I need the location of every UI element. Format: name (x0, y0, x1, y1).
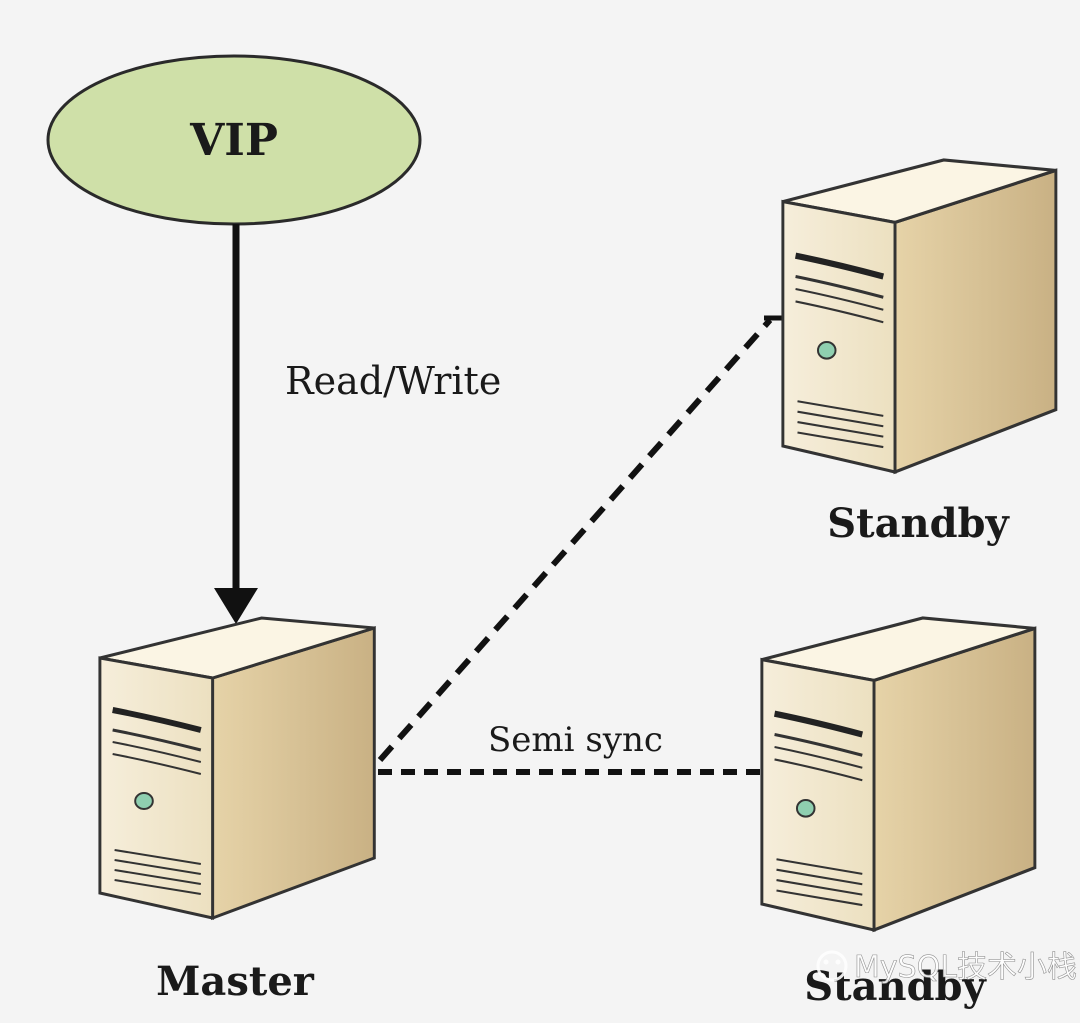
watermark-text: MySQL技术小栈 (854, 950, 1077, 985)
standby-bottom-server-icon (762, 618, 1035, 930)
master-label: Master (156, 958, 315, 1005)
standby-top-label: Standby (827, 500, 1010, 547)
arrowhead-icon (214, 588, 258, 624)
read-write-label: Read/Write (285, 359, 501, 403)
standby-top-server-icon (783, 160, 1056, 472)
standby-bottom-label: Standby (804, 963, 987, 1010)
master-server-icon (100, 618, 374, 918)
vip-label: VIP (189, 115, 278, 166)
watermark: MySQL技术小栈 (816, 950, 1077, 985)
semi-sync-label: Semi sync (488, 720, 663, 760)
replication-line-top (377, 318, 773, 762)
wechat-icon (816, 950, 848, 982)
